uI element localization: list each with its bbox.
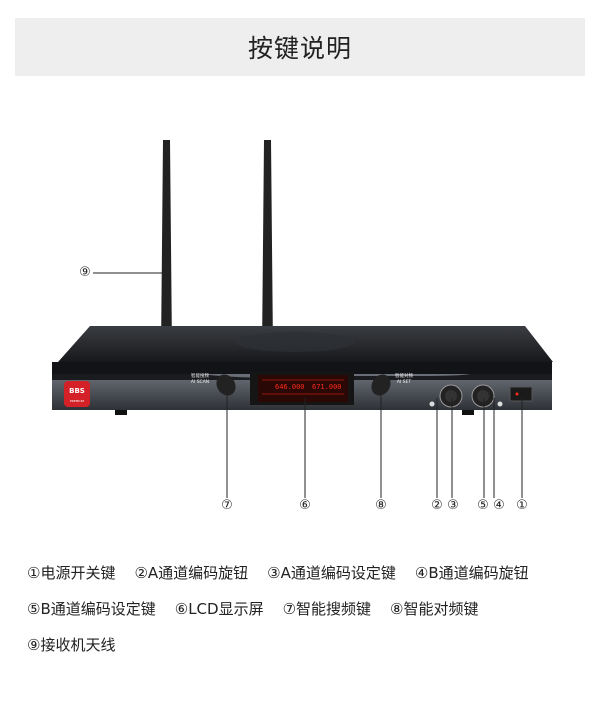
legend-item: ⑤B通道编码设定键 [27,600,156,618]
legend-row-2: ⑤B通道编码设定键 ⑥LCD显示屏 ⑦智能搜频键 ⑧智能对频键 [27,598,498,619]
callout-4: ④ [493,498,505,513]
ai-set-button[interactable] [368,371,395,399]
legend-item: ⑧智能对频键 [390,600,479,618]
antenna-left [161,140,172,358]
svg-text:智能对频: 智能对频 [395,372,413,379]
callout-1: ① [516,498,528,513]
legend-item: ⑥LCD显示屏 [174,600,264,618]
svg-text:AI SET: AI SET [397,379,412,385]
antenna-right [262,140,273,358]
svg-text:AI SCAN: AI SCAN [191,379,209,385]
power-switch[interactable] [509,386,533,402]
svg-text:646.000: 646.000 [275,383,305,391]
legend-item: ②A通道编码旋钮 [134,564,249,582]
ai-scan-button[interactable] [213,371,240,399]
callout-6: ⑥ [299,498,311,513]
callout-lines [93,272,523,498]
legend-item: ④B通道编码旋钮 [414,564,529,582]
svg-text:PREMIUM: PREMIUM [70,399,84,403]
legend-item: ③A通道编码设定键 [267,564,396,582]
svg-text:671.000: 671.000 [312,383,342,391]
bbs-logo [64,381,90,407]
svg-text:BBS: BBS [69,387,85,395]
svg-text:智能搜频: 智能搜频 [191,372,209,379]
page-title: 按键说明 [247,34,352,63]
title-bar: 按键说明 [15,18,585,76]
callout-5: ⑤ [477,498,489,513]
legend-item: ①电源开关键 [27,564,116,582]
legend-row-1: ①电源开关键 ②A通道编码旋钮 ③A通道编码设定键 ④B通道编码旋钮 [27,562,548,583]
legend-item: ⑨接收机天线 [27,636,116,654]
legend-item: ⑦智能搜频键 [282,600,372,618]
callout-7: ⑦ [221,498,233,513]
callout-3: ③ [447,498,459,513]
callout-2: ② [431,498,443,513]
callout-8: ⑧ [375,498,387,513]
legend-row-3: ⑨接收机天线 [27,634,134,655]
callout-9: ⑨ [79,265,91,280]
